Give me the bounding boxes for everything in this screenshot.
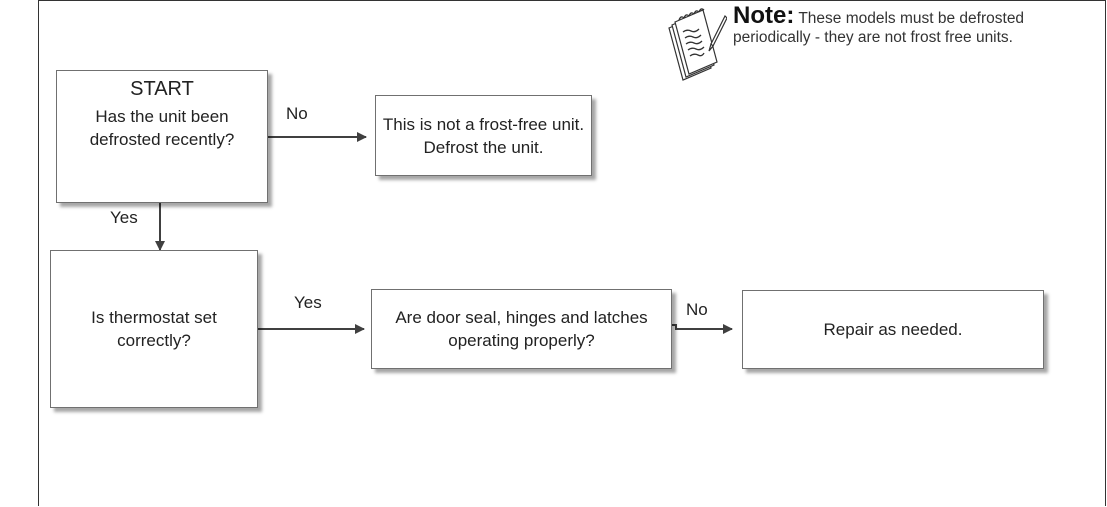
- door-seal-question: Are door seal, hinges and latches operat…: [395, 308, 648, 350]
- note-heading: Note:: [733, 2, 795, 29]
- notepad-pencil-icon: [668, 8, 728, 81]
- repair-text: Repair as needed.: [823, 320, 963, 339]
- thermostat-question: Is thermostat set correctly?: [91, 308, 217, 350]
- edge-label-thermostat-yes: Yes: [294, 293, 322, 312]
- note-body: These models must be defrosted periodica…: [733, 10, 1025, 46]
- start-question: Has the unit been defrosted recently?: [89, 107, 235, 149]
- door-seal-node: Are door seal, hinges and latches operat…: [371, 289, 672, 369]
- not-frost-free-text: This is not a frost-free unit. Defrost t…: [382, 114, 585, 157]
- edge-door-no: [672, 324, 733, 334]
- diagram-frame: [38, 0, 1106, 506]
- start-node: START Has the unit been defrosted recent…: [56, 70, 268, 203]
- not-frost-free-node: This is not a frost-free unit. Defrost t…: [375, 95, 592, 176]
- note-text: Note:These models must be defrosted peri…: [733, 4, 1093, 47]
- edge-label-start-no: No: [286, 104, 308, 123]
- note: Note:These models must be defrosted peri…: [663, 4, 1103, 96]
- repair-node: Repair as needed.: [742, 290, 1044, 369]
- thermostat-node: Is thermostat set correctly?: [50, 250, 258, 408]
- start-title: START: [130, 78, 194, 100]
- edge-label-start-yes: Yes: [110, 208, 138, 227]
- edge-label-door-no: No: [686, 300, 708, 319]
